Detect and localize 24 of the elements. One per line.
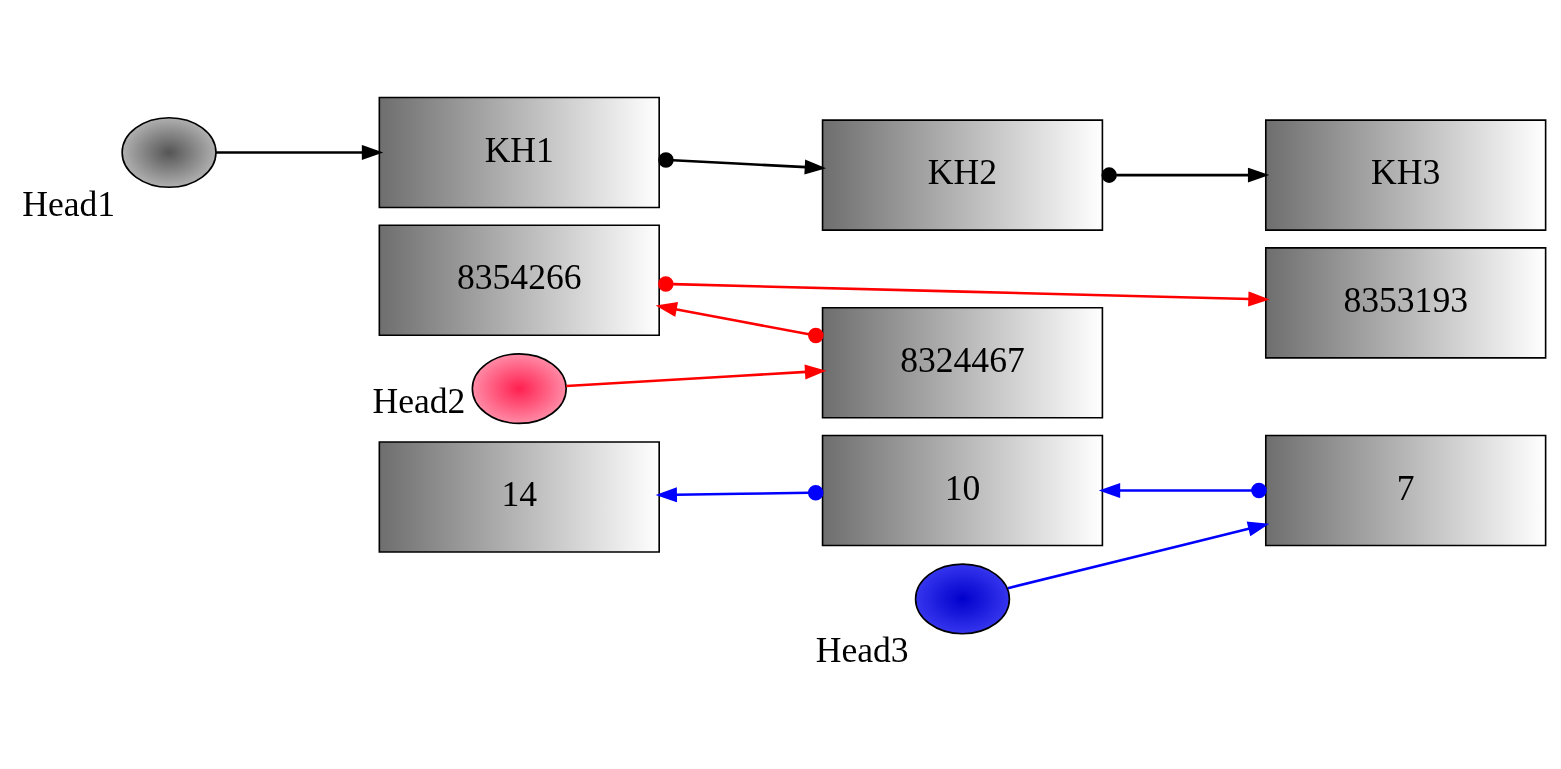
arrow <box>1007 521 1270 589</box>
node-label: Head1 <box>22 183 116 224</box>
node-box: KH3 <box>1264 118 1547 231</box>
arrow <box>1101 166 1270 183</box>
arrow <box>655 484 824 502</box>
node-box: KH2 <box>821 118 1104 231</box>
node-box: 14 <box>378 440 660 553</box>
node-box: 7 <box>1264 434 1547 546</box>
arrow <box>566 363 827 387</box>
arrow <box>658 275 1270 306</box>
node-box: 8324467 <box>821 306 1104 419</box>
node-box: 8354266 <box>378 223 660 336</box>
arrow <box>216 144 384 160</box>
node-ellipse <box>121 116 217 188</box>
arrow <box>1098 482 1267 498</box>
node-label: Head3 <box>815 629 909 670</box>
node-ellipse <box>471 352 567 424</box>
node-ellipse <box>914 562 1011 634</box>
arrow <box>655 301 824 343</box>
node-box: KH1 <box>378 96 660 208</box>
node-box: 8353193 <box>1264 246 1547 359</box>
arrow <box>658 151 827 175</box>
node-label: Head2 <box>372 380 466 421</box>
node-box: 10 <box>821 434 1104 546</box>
